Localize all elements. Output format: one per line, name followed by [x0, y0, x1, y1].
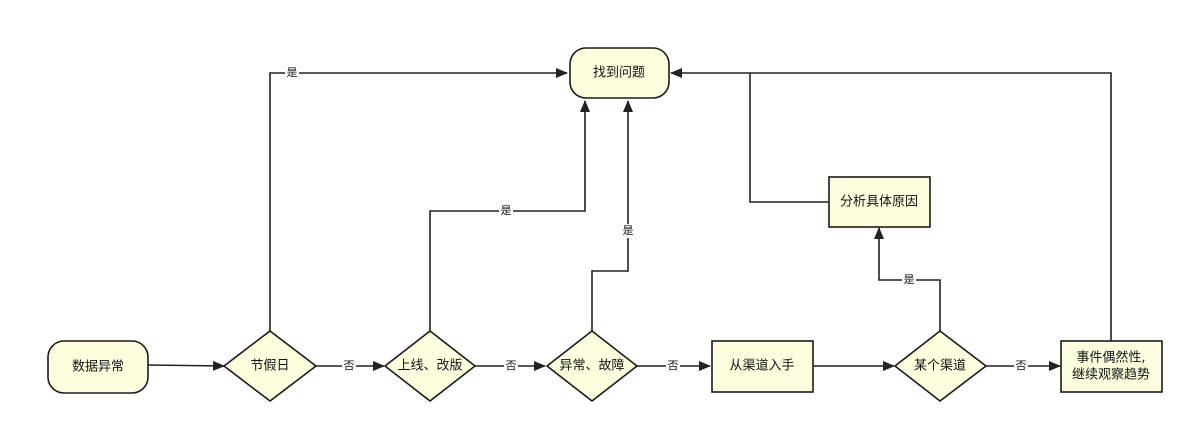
edge-label-text: 是	[623, 224, 634, 237]
edge-label-channel-yes: 是	[902, 273, 916, 287]
edge-label-text: 否	[344, 359, 355, 372]
node-release-decision: 上线、改版	[383, 329, 477, 403]
node-label: 找到问题	[593, 66, 645, 81]
edge-holiday-yes	[269, 68, 568, 331]
edge-label-text: 否	[506, 359, 517, 372]
edge-analyze-to-found	[749, 73, 829, 203]
node-holiday-decision: 节假日	[222, 329, 318, 403]
node-analyze-cause: 分析具体原因	[828, 176, 931, 228]
node-label: 异常、故障	[559, 359, 624, 374]
node-data-anomaly: 数据异常	[47, 340, 149, 394]
node-label: 节假日	[250, 359, 289, 374]
edge-label-release-yes: 是	[499, 204, 513, 218]
node-label: 从渠道入手	[729, 359, 794, 374]
edge-label-text: 否	[668, 359, 679, 372]
node-fault-decision: 异常、故障	[545, 329, 639, 403]
edge-label-text: 是	[904, 273, 915, 286]
node-channel-start: 从渠道入手	[711, 340, 814, 393]
edge-start-to-holiday	[147, 360, 225, 371]
edge-label-holiday-no: 否	[342, 358, 356, 373]
node-accidental-event: 事件偶然性, 继续观察趋势	[1060, 340, 1163, 393]
node-label: 数据异常	[72, 360, 124, 375]
edge-label-holiday-yes: 是	[285, 66, 299, 80]
edge-label-fault-yes: 是	[621, 224, 635, 238]
edge-label-text: 是	[287, 66, 298, 79]
edge-accidental-to-found	[670, 68, 1112, 341]
edge-label-fault-no: 否	[666, 358, 680, 373]
edge-label-release-no: 否	[504, 358, 518, 373]
node-label-line1: 事件偶然性,	[1076, 350, 1145, 366]
node-label: 分析具体原因	[840, 195, 918, 210]
edge-label-channel-no: 否	[1014, 358, 1028, 373]
node-label: 某个渠道	[914, 359, 966, 374]
node-label: 上线、改版	[397, 359, 462, 374]
edge-label-text: 否	[1016, 359, 1027, 372]
node-some-channel-decision: 某个渠道	[893, 329, 988, 403]
node-label-line2: 继续观察趋势	[1072, 367, 1150, 383]
edge-fault-yes	[591, 100, 633, 331]
edge-label-text: 是	[501, 204, 512, 217]
node-found-problem: 找到问题	[569, 47, 670, 99]
